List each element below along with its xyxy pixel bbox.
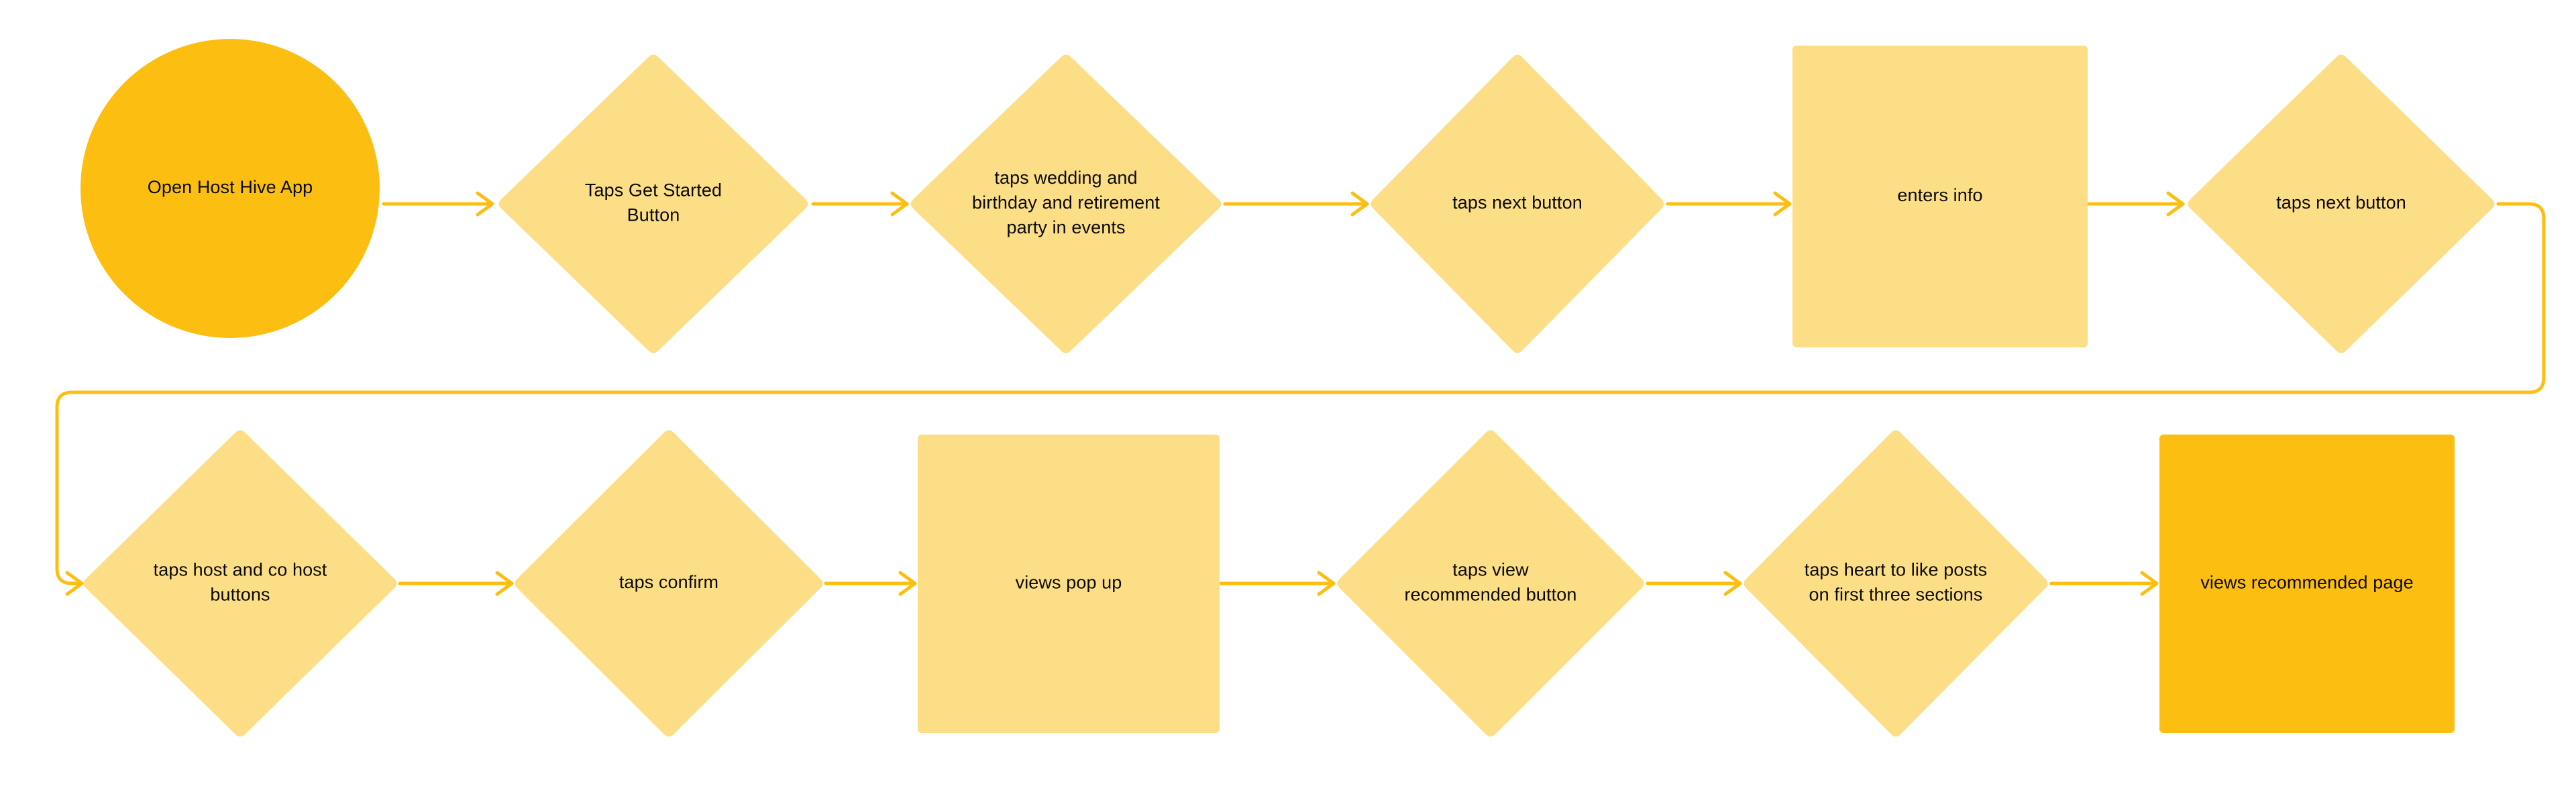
connector-edge-confirm-to-pop-up <box>824 571 917 596</box>
node-shape-diamond[interactable] <box>910 54 1222 353</box>
arrow-head-icon <box>495 571 514 596</box>
flow-node-enters-info[interactable]: enters info <box>1792 46 2088 347</box>
connector-edge-next-1-to-enters-info <box>1666 191 1792 217</box>
arrow-head-icon <box>1350 191 1369 217</box>
connector-line <box>55 202 2546 585</box>
arrow-head-icon <box>890 191 909 217</box>
flow-node-taps-next-button-2[interactable]: taps next button <box>2188 54 2495 353</box>
arrow-head-icon <box>2166 191 2185 217</box>
connector-edge-get-started-to-events <box>811 191 909 217</box>
node-shape-diamond[interactable] <box>2188 54 2495 353</box>
connector-edge-open-to-get-started <box>382 191 494 217</box>
node-shape-diamond[interactable] <box>515 430 823 737</box>
node-shape-rect[interactable] <box>918 435 1220 733</box>
flow-node-taps-next-button-1[interactable]: taps next button <box>1371 54 1664 353</box>
arrow-head-icon <box>898 571 917 596</box>
arrow-head-icon <box>1317 571 1336 596</box>
arrow-head-icon <box>1723 571 1742 596</box>
flow-node-views-pop-up[interactable]: views pop up <box>918 435 1220 733</box>
arrow-head-icon <box>2140 571 2159 596</box>
connector-edge-heart-to-views-recommended-page <box>2049 571 2159 596</box>
arrow-head-icon <box>65 571 84 596</box>
connector-edge-enters-info-to-next-2 <box>2087 191 2185 217</box>
node-shape-diamond[interactable] <box>1337 430 1644 737</box>
flow-node-taps-confirm[interactable]: taps confirm <box>515 430 823 737</box>
connector-edge-events-to-next-1 <box>1223 191 1369 217</box>
arrow-head-icon <box>476 191 494 217</box>
node-shape-rect[interactable] <box>1792 46 2088 347</box>
connector-edge-next-2-to-host-co-host <box>55 202 2546 596</box>
node-shape-circle[interactable] <box>80 39 380 338</box>
connector-edge-view-recommended-to-heart <box>1646 571 1742 596</box>
edges-layer <box>55 191 2546 596</box>
node-shape-diamond[interactable] <box>83 430 397 737</box>
flow-node-views-recommended-page[interactable]: views recommended page <box>2159 435 2455 733</box>
arrow-head-icon <box>1773 191 1792 217</box>
node-shape-diamond[interactable] <box>1743 430 2048 737</box>
flow-node-open-host-hive-app[interactable]: Open Host Hive App <box>80 39 380 338</box>
node-shape-diamond[interactable] <box>498 54 808 353</box>
connector-edge-pop-up-to-view-recommended <box>1219 571 1336 596</box>
connector-edge-host-co-host-to-confirm <box>398 571 514 596</box>
node-shape-rect[interactable] <box>2159 435 2455 733</box>
node-shape-diamond[interactable] <box>1371 54 1664 353</box>
